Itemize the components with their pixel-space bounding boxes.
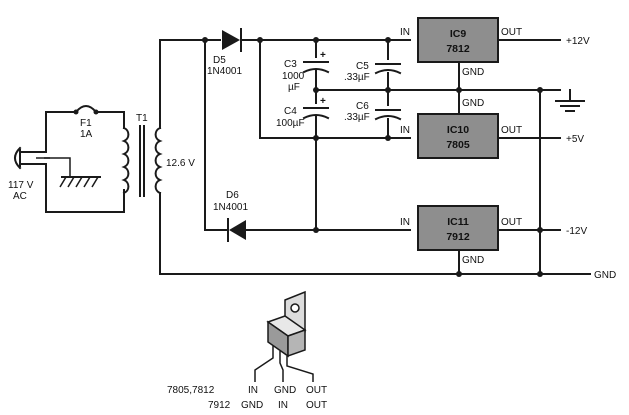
ic9-in-pin: IN xyxy=(400,27,410,38)
transformer-ref: T1 xyxy=(136,113,148,124)
capacitor-c3-value-line2: µF xyxy=(288,82,300,93)
diode-d5-icon xyxy=(222,28,411,52)
ac-plug xyxy=(14,146,50,170)
ic10-out-pin: OUT xyxy=(501,125,522,136)
fuse-icon xyxy=(73,105,125,129)
capacitor-c6-icon xyxy=(374,106,402,121)
input-voltage-label: 117 V xyxy=(8,180,34,191)
pinout-row1-pin3: OUT xyxy=(306,385,327,396)
capacitor-c4-value: 100µF xyxy=(276,118,305,129)
pinout-row1-pin1: IN xyxy=(248,385,258,396)
capacitor-c3-polarity: + xyxy=(320,50,326,61)
ic11-part: 7912 xyxy=(446,231,470,243)
ground-rail-label: GND xyxy=(594,270,616,281)
chassis-ground-icon xyxy=(59,176,101,188)
ic11-out-pin: OUT xyxy=(501,217,522,228)
transformer-icon xyxy=(121,125,163,197)
capacitor-c3-icon xyxy=(302,58,330,74)
capacitor-c3-value-line1: 1000 xyxy=(282,71,305,82)
ground-icon xyxy=(555,100,585,112)
capacitor-c5-value: .33µF xyxy=(344,72,370,83)
ic11-ref: IC11 xyxy=(447,216,469,228)
diode-d6-part: 1N4001 xyxy=(213,202,248,213)
output-minus12v: -12V xyxy=(566,226,587,237)
capacitor-c5-ref: C5 xyxy=(356,61,369,72)
ic11-gnd-pin: GND xyxy=(462,255,484,266)
regulator-ic9: IC9 7812 xyxy=(417,17,499,63)
capacitor-c4-polarity: + xyxy=(320,96,326,107)
ic9-out-pin: OUT xyxy=(501,27,522,38)
ic10-ref: IC10 xyxy=(447,124,469,136)
ic9-part: 7812 xyxy=(446,43,470,55)
ic10-part: 7805 xyxy=(446,139,470,151)
pinout-row2-pin1: GND xyxy=(241,400,263,411)
input-type-label: AC xyxy=(13,191,27,202)
capacitor-c4-ref: C4 xyxy=(284,106,297,117)
output-plus5v: +5V xyxy=(566,134,584,145)
ic11-in-pin: IN xyxy=(400,217,410,228)
diode-d6-ref: D6 xyxy=(226,190,239,201)
capacitor-c4-icon xyxy=(302,104,330,120)
filter-wiring xyxy=(259,39,561,231)
pinout-row1-label: 7805,7812 xyxy=(167,385,215,396)
ground-rail xyxy=(539,89,571,275)
secondary-wiring xyxy=(159,39,591,275)
capacitor-c3-ref: C3 xyxy=(284,59,297,70)
primary-wiring xyxy=(35,111,125,213)
diode-d5-part: 1N4001 xyxy=(207,66,242,77)
capacitor-c6-value: .33µF xyxy=(344,112,370,123)
output-plus12v: +12V xyxy=(566,36,590,47)
regulator-ic11: IC11 7912 xyxy=(417,205,499,251)
transformer-secondary: 12.6 V xyxy=(166,158,195,169)
capacitor-c5-icon xyxy=(374,60,402,75)
diode-d6-icon xyxy=(227,218,411,242)
pinout-row1-pin2: GND xyxy=(274,385,296,396)
regulator-ic10: IC10 7805 xyxy=(417,113,499,159)
ic9-gnd-pin: GND xyxy=(462,67,484,78)
diode-d5-ref: D5 xyxy=(213,55,226,66)
pinout-row2-pin2: IN xyxy=(278,400,288,411)
pinout-row2-label: 7912 xyxy=(208,400,231,411)
capacitor-c6-ref: C6 xyxy=(356,101,369,112)
pinout-row2-pin3: OUT xyxy=(306,400,327,411)
ic9-ref: IC9 xyxy=(450,28,467,40)
ic10-in-pin: IN xyxy=(400,125,410,136)
to220-package-icon xyxy=(254,290,314,382)
fuse-ref: F1 xyxy=(80,118,92,129)
fuse-rating: 1A xyxy=(80,129,93,140)
ic10-gnd-pin: GND xyxy=(462,98,484,109)
